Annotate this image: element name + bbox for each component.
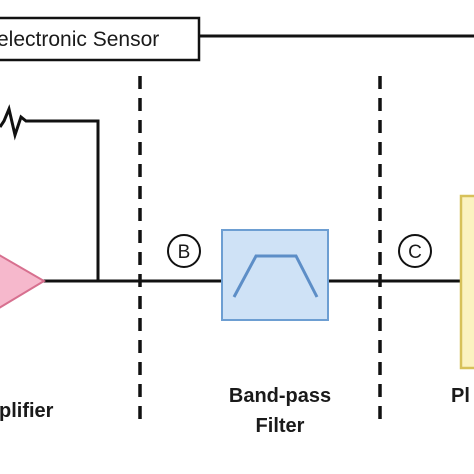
bandpass-response-icon bbox=[232, 254, 319, 298]
marker-b-circle bbox=[167, 234, 201, 268]
bandpass-label-line1: Band-pass bbox=[229, 385, 331, 407]
sensor-label: electronic Sensor bbox=[0, 28, 159, 51]
marker-c-label: C bbox=[408, 242, 422, 263]
bandpass-filter-block bbox=[221, 229, 329, 321]
amplifier-triangle bbox=[0, 254, 46, 309]
amplifier-label: plifier bbox=[0, 400, 54, 422]
feedback-resistor bbox=[0, 104, 100, 281]
next-stage-label: Pl bbox=[451, 385, 470, 407]
bandpass-label-line2: Filter bbox=[256, 415, 305, 437]
sensor-box bbox=[0, 16, 201, 62]
marker-c-circle bbox=[398, 234, 432, 268]
marker-b-label: B bbox=[178, 242, 191, 263]
next-stage-block bbox=[459, 194, 474, 370]
